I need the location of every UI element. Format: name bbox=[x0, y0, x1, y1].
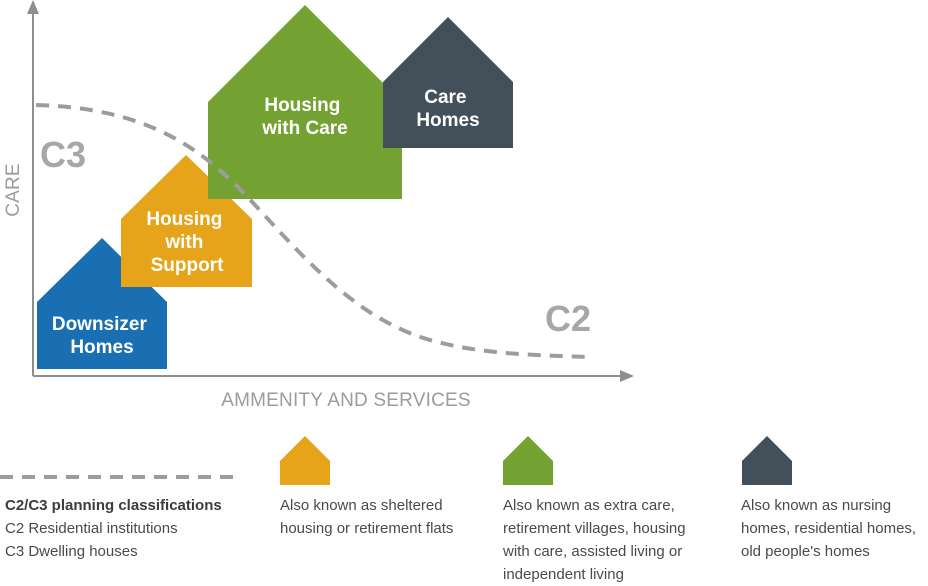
y-axis-label: CARE bbox=[3, 163, 24, 217]
legend-care-housing-line: retirement villages, housing bbox=[503, 520, 686, 537]
legend-house-icon-care-housing bbox=[503, 436, 553, 485]
x-axis-arrow bbox=[620, 370, 634, 382]
legend-planning-line: C3 Dwelling houses bbox=[5, 543, 138, 560]
zone-label-c3: C3 bbox=[40, 134, 86, 175]
legend-house-icon-care-homes bbox=[742, 436, 792, 485]
y-axis-arrow bbox=[27, 0, 39, 14]
legend-house-icon-support bbox=[280, 436, 330, 485]
house-housing-with-care bbox=[208, 5, 402, 199]
house-label-care-housing: Housing with Care bbox=[261, 95, 348, 139]
legend-support: Also known as sheltered housing or retir… bbox=[280, 494, 453, 540]
legend-support-line: housing or retirement flats bbox=[280, 520, 454, 537]
house-label-care-homes: Care Homes bbox=[416, 87, 479, 131]
house-care-homes bbox=[383, 17, 513, 148]
x-axis-label: AMMENITY AND SERVICES bbox=[221, 390, 471, 411]
zone-label-c2: C2 bbox=[545, 298, 591, 339]
legend-care-homes: Also known as nursing homes, residential… bbox=[741, 494, 916, 563]
legend-care-homes-line: homes, residential homes, bbox=[741, 520, 917, 537]
legend-care-homes-line: old people's homes bbox=[741, 543, 870, 560]
legend-care-housing-line: Also known as extra care, bbox=[503, 497, 675, 514]
legend-planning-title: C2/C3 planning classifications bbox=[5, 497, 222, 514]
house-label-downsizer: Downsizer Homes bbox=[52, 314, 152, 358]
c2-c3-boundary-curve bbox=[35, 103, 591, 359]
house-label-support: Housing with Support bbox=[146, 209, 227, 276]
legend-support-line: Also known as sheltered bbox=[280, 497, 443, 514]
legend-care-housing-line: independent living bbox=[503, 566, 624, 583]
legend-care-housing: Also known as extra care, retirement vil… bbox=[503, 494, 686, 586]
legend-planning-line: C2 Residential institutions bbox=[5, 520, 178, 537]
legend-care-housing-line: with care, assisted living or bbox=[503, 543, 683, 560]
legend-planning: C2/C3 planning classifications C2 Reside… bbox=[5, 494, 222, 563]
legend-care-homes-line: Also known as nursing bbox=[741, 497, 892, 514]
